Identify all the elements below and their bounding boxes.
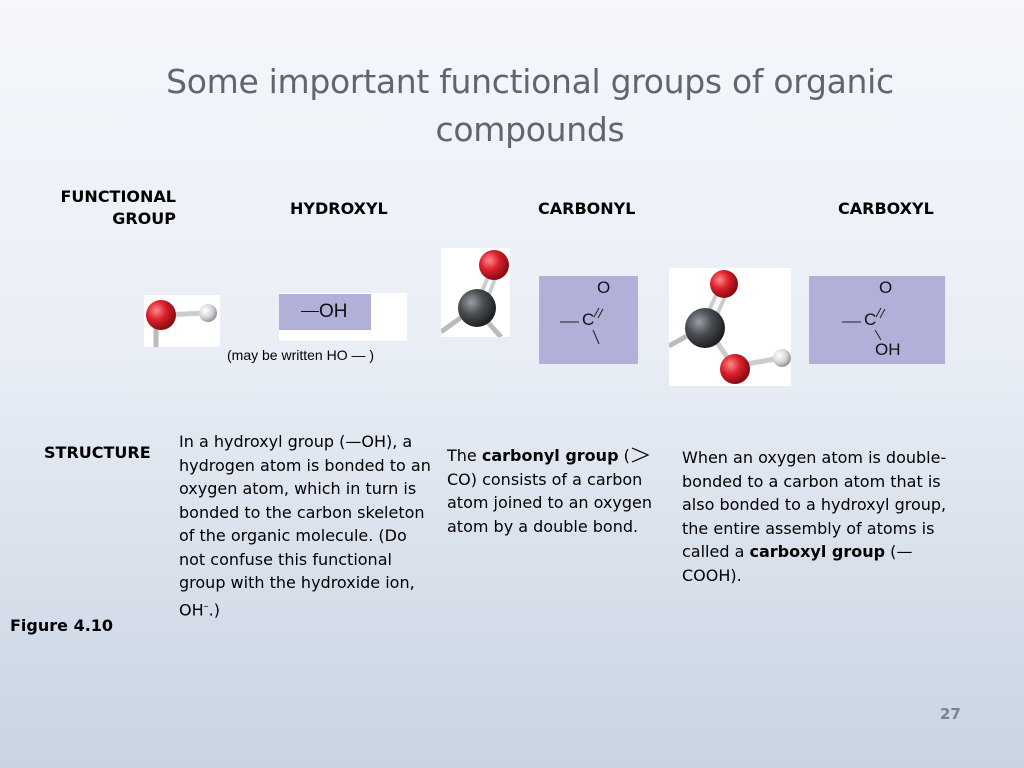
hydroxyl-formula-box: OH (279, 294, 371, 330)
carboxyl-description: When an oxygen atom is double-bonded to … (682, 446, 967, 587)
carboxyl-bond-lines (842, 307, 886, 341)
header-structure: STRUCTURE (44, 443, 151, 462)
carboxyl-description-text: When an oxygen atom is double-bonded to … (682, 448, 947, 561)
hydroxide-superscript: – (203, 600, 209, 612)
carboxyl-formula-box: O C OH (809, 276, 945, 364)
carbonyl-group-term: carbonyl group (481, 446, 619, 465)
carbonyl-description: The carbonyl group ( CO) consists of a ca… (447, 444, 657, 538)
header-functional-group: FUNCTIONAL GROUP (60, 187, 177, 228)
header-carbonyl: CARBONYL (538, 199, 636, 218)
hydroxyl-description-text: In a hydroxyl group (—OH), a hydrogen at… (179, 432, 431, 619)
hydroxyl-description-end: .) (208, 599, 220, 619)
header-hydroxyl: HYDROXYL (290, 199, 388, 218)
carbonyl-bond-lines (560, 307, 604, 345)
bond-dash (301, 311, 319, 312)
carbonyl-molecule-model (441, 248, 510, 337)
slide-title: Some important functional groups of orga… (166, 62, 894, 149)
carbonyl-formula-box: O C (539, 276, 638, 364)
carbonyl-description-start: The (447, 446, 482, 465)
carbonyl-carbon-label: C (582, 310, 595, 329)
figure-label: Figure 4.10 (10, 616, 114, 635)
carboxyl-hydroxyl-label: OH (875, 340, 901, 359)
carboxyl-carbon-label: C (864, 310, 877, 329)
page-number: 27 (940, 705, 961, 723)
carbonyl-description-text: CO) consists of a carbon atom joined to … (447, 469, 652, 536)
carboxyl-molecule-model (669, 268, 791, 386)
hydroxyl-note: (may be written HO — ) (227, 347, 375, 363)
carboxyl-description-end: (—COOH). (682, 542, 913, 585)
hydroxyl-description: In a hydroxyl group (—OH), a hydrogen at… (179, 430, 434, 621)
hydroxyl-formula-text: OH (319, 301, 348, 322)
carboxyl-oxygen-label: O (879, 278, 893, 297)
carbonyl-description-paren: ( (618, 446, 630, 465)
carboxyl-group-term: carboxyl group (749, 542, 886, 561)
carbonyl-oxygen-label: O (597, 278, 611, 297)
double-bond-bracket-icon (631, 447, 650, 463)
hydroxyl-molecule-model (144, 295, 220, 347)
header-carboxyl: CARBOXYL (838, 199, 934, 218)
